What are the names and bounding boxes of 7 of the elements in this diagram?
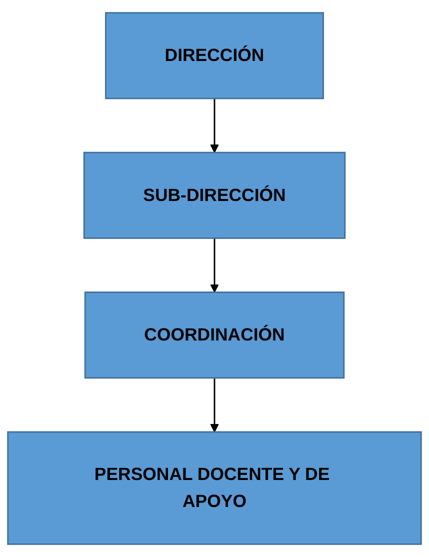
node-box: DIRECCIÓN xyxy=(105,12,324,100)
arrow xyxy=(210,238,219,293)
node-box: COORDINACIÓN xyxy=(84,292,345,379)
node-box: PERSONAL DOCENTE Y DE APOYO xyxy=(7,431,422,545)
arrow xyxy=(210,98,219,153)
arrow xyxy=(210,378,219,432)
node-box: SUB-DIRECCIÓN xyxy=(83,152,346,239)
